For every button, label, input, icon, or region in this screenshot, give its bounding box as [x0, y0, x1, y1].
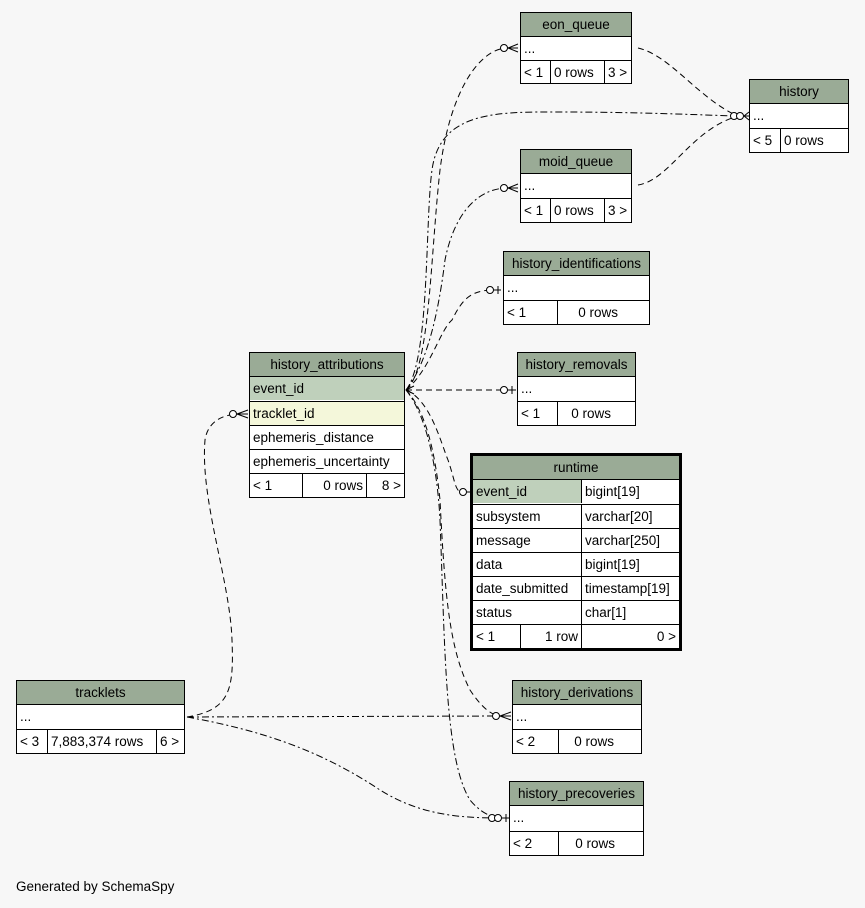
table-row: ...: [521, 381, 533, 396]
table-title: history: [750, 80, 848, 104]
parents-count: < 5: [750, 128, 780, 152]
table-history[interactable]: history ... < 5 0 rows: [749, 79, 849, 153]
table-title: eon_queue: [521, 13, 631, 37]
column-message: message: [473, 528, 581, 552]
table-runtime[interactable]: runtime event_id bigint[19] subsystem va…: [470, 453, 682, 651]
rel-attributions-history: [405, 111, 739, 391]
column-event-id: event_id: [250, 377, 404, 400]
column-subsystem: subsystem: [473, 504, 581, 528]
row-count: 0 rows: [558, 831, 618, 855]
children-count: 6 >: [156, 729, 184, 753]
parents-count: < 1: [518, 401, 557, 425]
row-count: 7,883,374 rows: [47, 729, 156, 753]
table-tracklets[interactable]: tracklets ... < 3 7,883,374 rows 6 >: [16, 680, 185, 754]
table-title: moid_queue: [521, 150, 631, 174]
table-row: ...: [507, 280, 519, 295]
table-title: tracklets: [17, 681, 184, 705]
table-row: ...: [20, 709, 32, 724]
parents-count: < 1: [473, 624, 520, 648]
rel-attributions-moid-queue: [405, 187, 509, 391]
table-row: ...: [753, 108, 765, 123]
table-history-derivations[interactable]: history_derivations ... < 2 0 rows: [512, 680, 642, 754]
children-count: 3 >: [604, 198, 631, 222]
table-title: runtime: [473, 456, 679, 480]
parents-count: < 1: [521, 60, 550, 84]
column-type: bigint[19]: [581, 552, 679, 576]
column-tracklet-id: tracklet_id: [250, 401, 404, 425]
rel-attributions-runtime: [405, 389, 463, 493]
row-count: 0 rows: [302, 473, 366, 497]
parents-count: < 1: [504, 300, 557, 324]
table-title: history_precoveries: [510, 782, 643, 806]
children-count: [614, 401, 635, 402]
parents-count: < 3: [17, 729, 47, 753]
column-date-submitted: date_submitted: [473, 576, 581, 600]
rel-moid-queue-history: [637, 115, 739, 186]
children-count: [617, 729, 641, 730]
table-history-removals[interactable]: history_removals ... < 1 0 rows: [517, 352, 636, 426]
column-data: data: [473, 552, 581, 576]
rel-tracklets-derivations: [186, 715, 501, 718]
row-count: 1 row: [520, 624, 581, 648]
children-count: [621, 300, 649, 301]
rel-eon-queue-history: [637, 47, 739, 117]
relationship-markers: [229, 43, 750, 822]
table-row: ...: [516, 709, 528, 724]
children-count: [618, 831, 643, 832]
table-title: history_removals: [518, 353, 635, 377]
column-type: timestamp[19]: [581, 576, 679, 600]
row-count: 0 rows: [780, 128, 831, 152]
rel-attributions-precoveries: [405, 389, 501, 819]
parents-count: < 1: [521, 198, 550, 222]
row-count: 0 rows: [558, 729, 617, 753]
table-row: ...: [524, 41, 536, 56]
row-count: 0 rows: [550, 198, 604, 222]
row-count: 0 rows: [557, 300, 621, 324]
rel-attributions-identifications: [405, 289, 495, 391]
row-count: 0 rows: [550, 60, 604, 84]
rel-attributions-eon-queue: [405, 47, 509, 391]
column-type: char[1]: [581, 600, 679, 624]
table-moid-queue[interactable]: moid_queue ... < 1 0 rows 3 >: [520, 149, 632, 223]
column-type: varchar[250]: [581, 528, 679, 552]
children-count: 8 >: [366, 473, 404, 497]
column-type: bigint[19]: [581, 480, 679, 503]
table-row: ...: [513, 810, 525, 825]
table-history-precoveries[interactable]: history_precoveries ... < 2 0 rows: [509, 781, 644, 856]
table-history-attributions[interactable]: history_attributions event_id tracklet_i…: [249, 352, 405, 498]
rel-attributions-derivations: [405, 389, 501, 717]
column-status: status: [473, 600, 581, 624]
table-eon-queue[interactable]: eon_queue ... < 1 0 rows 3 >: [520, 12, 632, 84]
rel-tracklets-attributions: [186, 413, 241, 718]
generated-by-label: Generated by SchemaSpy: [16, 879, 175, 894]
table-history-identifications[interactable]: history_identifications ... < 1 0 rows: [503, 251, 650, 325]
column-ephemeris-uncertainty: ephemeris_uncertainty: [250, 449, 404, 473]
parents-count: < 2: [513, 729, 558, 753]
table-row: ...: [524, 178, 536, 193]
parents-count: < 2: [510, 831, 558, 855]
rel-tracklets-precoveries: [186, 716, 501, 819]
column-ephemeris-distance: ephemeris_distance: [250, 425, 404, 449]
row-count: 0 rows: [557, 401, 614, 425]
children-count: [831, 128, 848, 129]
table-title: history_derivations: [513, 681, 641, 705]
column-type: varchar[20]: [581, 504, 679, 528]
table-title: history_identifications: [504, 252, 649, 276]
children-count: 3 >: [604, 60, 631, 84]
children-count: 0 >: [581, 624, 679, 648]
column-event-id: event_id: [473, 480, 581, 503]
table-title: history_attributions: [250, 353, 404, 377]
parents-count: < 1: [250, 473, 302, 497]
